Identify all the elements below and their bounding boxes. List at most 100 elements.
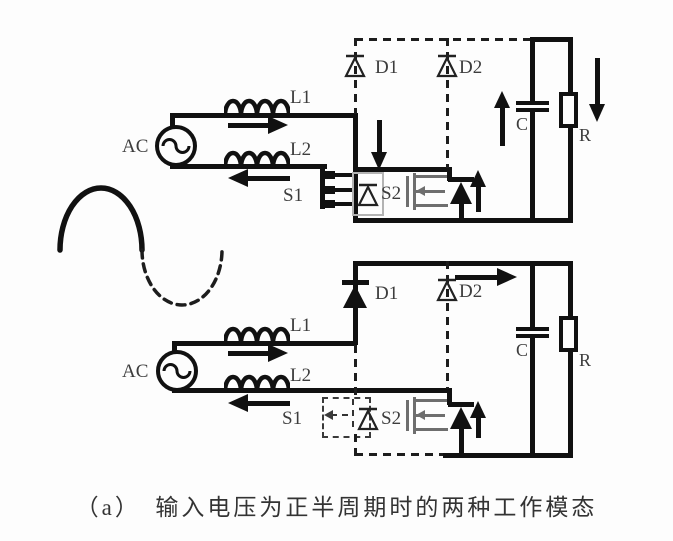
capacitor-plate-top: [516, 101, 549, 105]
dashed-midpoint-branch-upper: [354, 345, 357, 397]
wire-l1-top: [170, 113, 358, 118]
d2-label: D2: [459, 281, 483, 302]
s1-mosfet-gate-nub: [325, 186, 335, 194]
d2-dashed-branch: [446, 38, 449, 168]
s1-drain-stub: [335, 173, 355, 177]
load-branch-upper: [568, 261, 573, 317]
d1-label: D1: [375, 57, 399, 78]
body-diode-top-lead: [447, 390, 452, 405]
cap-branch-upper: [530, 37, 535, 103]
l1-label: L1: [290, 315, 312, 336]
capacitor-plate-bottom: [516, 334, 549, 338]
cap-branch-lower: [530, 337, 535, 458]
wire-l1-top: [172, 341, 355, 346]
l1-label: L1: [290, 87, 312, 108]
inductor-l2-icon: [224, 374, 290, 392]
sine-glyph-icon: [162, 363, 192, 379]
wire-top-rail: [353, 261, 573, 266]
cap-branch-upper: [530, 261, 535, 328]
d1-diode-triangle-icon: [343, 285, 367, 308]
l2-label: L2: [290, 365, 312, 386]
current-arrow-l2-shaft: [248, 176, 290, 181]
arrow-up-c-shaft: [500, 108, 505, 146]
arrow-up-c-icon: [494, 91, 510, 108]
s2-mosfet-arrow-icon: [416, 410, 425, 420]
sine-glyph-icon: [161, 138, 191, 154]
arrow-up-diode-shaft: [476, 416, 481, 438]
current-arrow-l1-shaft: [228, 351, 270, 356]
wire-bottom-rail: [353, 218, 573, 223]
load-branch-lower: [568, 127, 573, 223]
r-label: R: [579, 350, 592, 370]
s1-mosfet-source-nub: [325, 200, 335, 208]
current-arrow-l1-right-icon: [268, 344, 288, 362]
s2-source-stub: [415, 204, 448, 207]
s2-label: S2: [381, 408, 402, 429]
wire-l2-bottom: [170, 164, 327, 169]
load-branch-lower: [568, 352, 573, 458]
c-label: C: [516, 340, 529, 360]
inductor-l1-icon: [224, 326, 290, 344]
wire-l2-bottom: [172, 388, 452, 393]
s2-body-diode-symbol-icon: [357, 407, 379, 431]
l2-label: L2: [290, 139, 312, 160]
s2-label: S2: [381, 183, 402, 204]
d1-diode-icon: [344, 54, 366, 78]
cap-branch-lower: [530, 112, 535, 223]
d2-label: D2: [459, 57, 483, 78]
arrow-down-bridge-shaft: [377, 120, 382, 154]
inductor-l2-icon: [224, 150, 290, 168]
wire-bottom-rail: [443, 453, 573, 458]
s2-gate-stub: [415, 190, 445, 193]
arrow-right-output-icon: [497, 268, 517, 286]
arrow-up-diode-icon: [470, 401, 486, 418]
body-diode-bottom-lead: [459, 202, 464, 220]
s2-gate-stub: [415, 414, 445, 417]
dashed-top-rail: [355, 38, 532, 41]
s2-inactive-box: [352, 172, 384, 216]
dashed-midpoint-branch-lower: [354, 434, 357, 456]
arrow-down-bridge-icon: [371, 152, 387, 170]
d2-diode-icon: [436, 278, 458, 302]
body-diode-bottom-lead: [459, 427, 464, 458]
s2-mosfet-channel-bar: [413, 173, 416, 210]
s1-inactive-dashed-box: [322, 397, 371, 438]
s1-source-stub: [335, 202, 355, 206]
inductor-l1-icon: [224, 98, 290, 116]
s1-label: S1: [283, 185, 304, 206]
ac-source-icon: [156, 350, 198, 392]
arrow-down-r-icon: [589, 104, 605, 122]
s1-label: S1: [282, 408, 303, 429]
s1-mosfet-drain-nub: [325, 171, 335, 179]
current-arrow-l2-left-icon: [228, 169, 248, 187]
figure-caption: （a） 输入电压为正半周期时的两种工作模态: [75, 495, 598, 520]
s2-mosfet-gate-bar: [406, 176, 409, 207]
d2-dashed-branch: [446, 261, 449, 389]
arrow-up-diode-shaft: [476, 185, 481, 212]
ac-label: AC: [122, 136, 149, 157]
body-diode-cathode-bar: [448, 402, 474, 407]
body-diode-top-lead: [447, 167, 452, 181]
capacitor-plate-top: [516, 327, 549, 331]
dashed-bottom-rail: [355, 453, 443, 456]
c-label: C: [516, 114, 529, 134]
input-half-cycle-waveform-icon: [57, 185, 224, 307]
s2-source-stub: [415, 428, 448, 431]
d1-cathode-bar: [342, 280, 369, 285]
s2-drain-stub: [415, 399, 448, 402]
current-arrow-l1-shaft: [228, 123, 270, 128]
body-diode-triangle-icon: [450, 407, 472, 429]
s2-body-diode-symbol-icon: [357, 183, 379, 207]
arrow-right-output-shaft: [455, 275, 498, 280]
current-arrow-l2-left-icon: [228, 394, 248, 412]
ac-label: AC: [122, 361, 149, 382]
d1-label: D1: [375, 283, 399, 304]
wire-bridge-top: [353, 167, 452, 172]
body-diode-cathode-bar: [448, 177, 474, 182]
current-arrow-l2-shaft: [248, 401, 290, 406]
s2-mosfet-channel-bar: [413, 397, 416, 434]
s2-drain-stub: [415, 175, 448, 178]
s1-gate-stub: [335, 188, 355, 192]
load-branch-upper: [568, 37, 573, 94]
